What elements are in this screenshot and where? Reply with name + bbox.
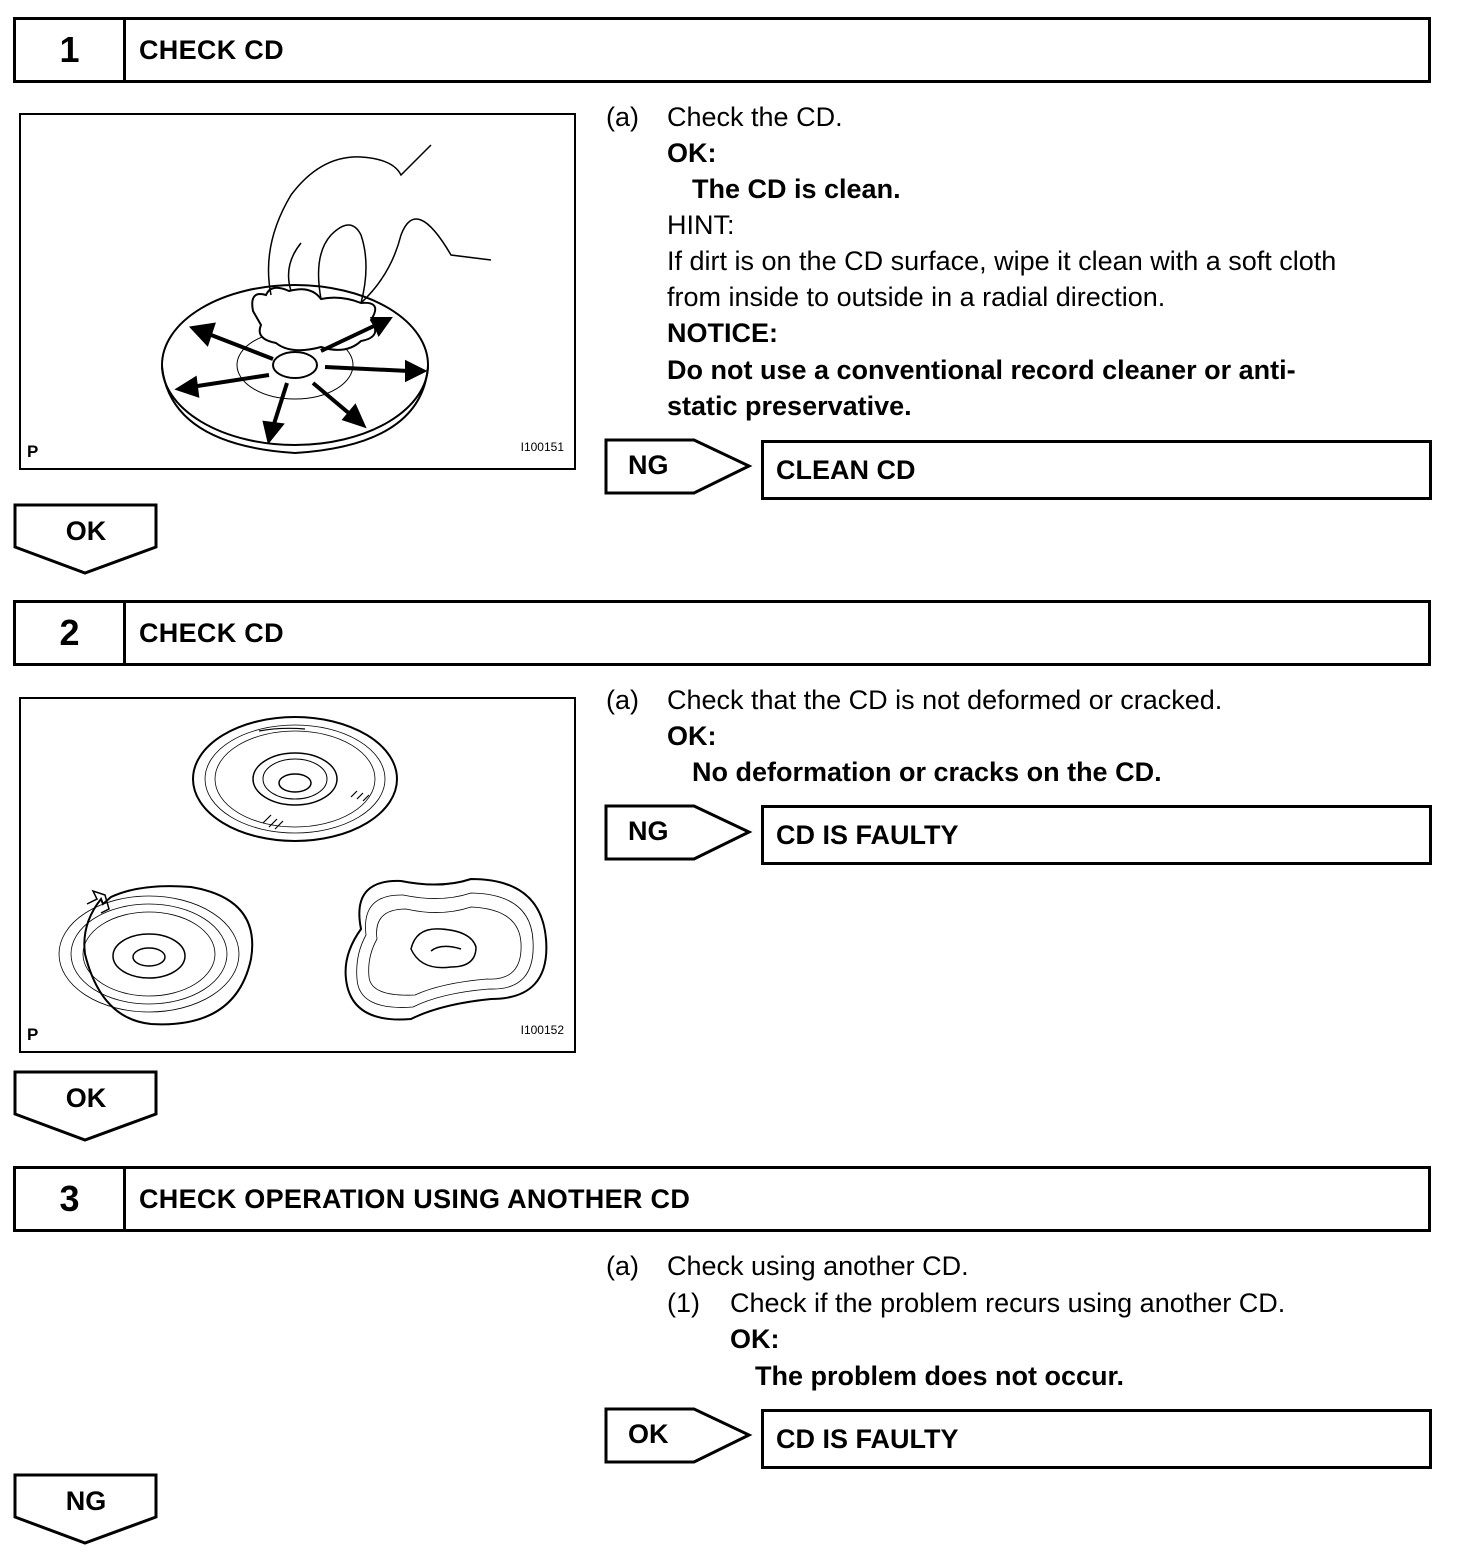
ok-label: OK: xyxy=(667,718,717,754)
hint-line-1: If dirt is on the CD surface, wipe it cl… xyxy=(667,243,1336,279)
step-title: CHECK CD xyxy=(139,603,284,663)
ok-text: The problem does not occur. xyxy=(755,1358,1124,1394)
item-1-label: (1) xyxy=(667,1285,700,1321)
down-tag-label: NG xyxy=(13,1486,159,1517)
hint-label: HINT: xyxy=(667,207,735,243)
item-1-text: Check if the problem recurs using anothe… xyxy=(730,1285,1285,1321)
cd-wiping-illustration xyxy=(21,115,574,468)
item-a-text: Check that the CD is not deformed or cra… xyxy=(667,682,1222,718)
hint-line-2: from inside to outside in a radial direc… xyxy=(667,279,1165,315)
result-box: CD IS FAULTY xyxy=(761,805,1432,865)
ok-arrow-tag xyxy=(604,1407,754,1465)
step-title: CHECK OPERATION USING ANOTHER CD xyxy=(139,1169,690,1229)
ng-arrow-tag xyxy=(604,804,754,862)
figure-code: I100152 xyxy=(521,1023,564,1037)
ok-text: The CD is clean. xyxy=(692,171,901,207)
ok-label: OK: xyxy=(730,1321,780,1357)
item-a-text: Check the CD. xyxy=(667,99,843,135)
step-3-header: 3 CHECK OPERATION USING ANOTHER CD xyxy=(13,1166,1431,1232)
ok-tag-label: OK xyxy=(628,1419,669,1450)
item-a-label: (a) xyxy=(606,99,639,135)
step-number: 2 xyxy=(16,603,126,663)
figure-p-label: P xyxy=(27,442,38,462)
down-tag-label: OK xyxy=(13,516,159,547)
item-a-label: (a) xyxy=(606,682,639,718)
step-number: 1 xyxy=(16,20,126,80)
item-a-text: Check using another CD. xyxy=(667,1248,969,1284)
step-number: 3 xyxy=(16,1169,126,1229)
figure-cd-damage: P I100152 xyxy=(19,697,576,1053)
figure-p-label: P xyxy=(27,1025,38,1045)
figure-cd-cleaning: P I100151 xyxy=(19,113,576,470)
ng-arrow-tag xyxy=(604,438,754,496)
ng-tag-label: NG xyxy=(628,450,669,481)
figure-code: I100151 xyxy=(521,440,564,454)
result-box: CD IS FAULTY xyxy=(761,1409,1432,1469)
result-box: CLEAN CD xyxy=(761,440,1432,500)
step-1-header: 1 CHECK CD xyxy=(13,17,1431,83)
notice-line-2: static preservative. xyxy=(667,388,912,424)
ok-text: No deformation or cracks on the CD. xyxy=(692,754,1162,790)
ok-label: OK: xyxy=(667,135,717,171)
step-title: CHECK CD xyxy=(139,20,284,80)
down-tag-label: OK xyxy=(13,1083,159,1114)
notice-label: NOTICE: xyxy=(667,315,778,351)
step-2-header: 2 CHECK CD xyxy=(13,600,1431,666)
notice-line-1: Do not use a conventional record cleaner… xyxy=(667,352,1296,388)
ng-tag-label: NG xyxy=(628,816,669,847)
item-a-label: (a) xyxy=(606,1248,639,1284)
damaged-cd-illustration xyxy=(21,699,574,1051)
